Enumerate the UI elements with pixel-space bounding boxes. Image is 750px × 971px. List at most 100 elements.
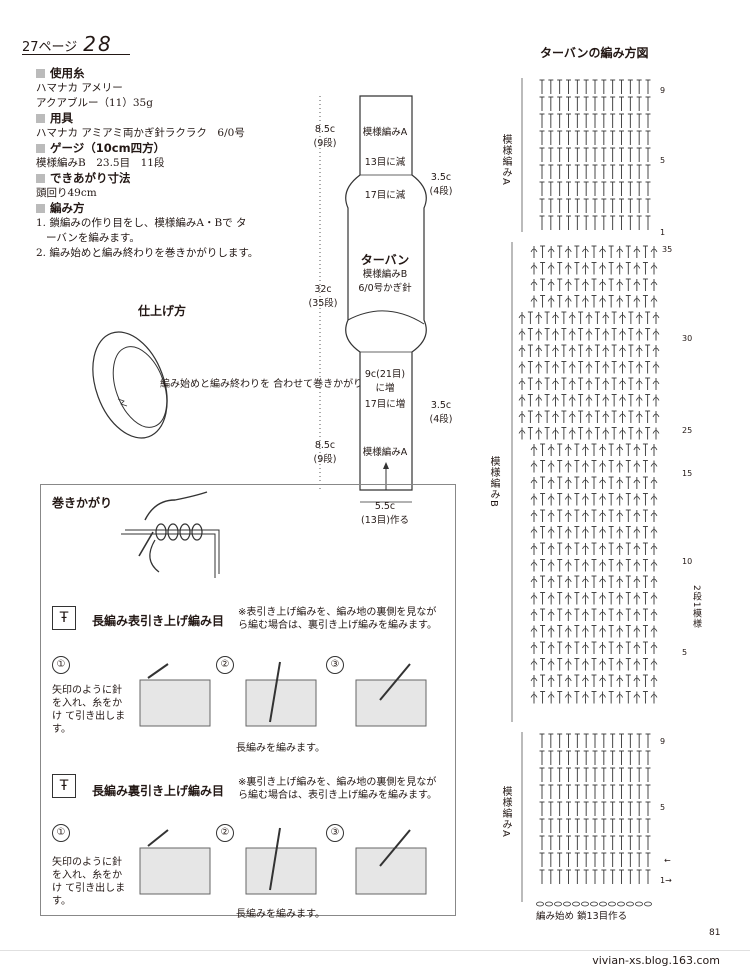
stitch-mark bbox=[633, 628, 641, 632]
stitch-mark bbox=[582, 628, 589, 632]
chain-stitch-mark bbox=[545, 901, 553, 907]
chain-stitch-mark bbox=[608, 901, 616, 907]
stitch-mark bbox=[652, 430, 660, 434]
page-number: 81 bbox=[709, 928, 721, 938]
stitch-mark bbox=[530, 463, 538, 467]
stitch-mark bbox=[599, 677, 606, 682]
lower-side-height: 3.5c(4段) bbox=[429, 400, 453, 425]
tools-heading: 用具 bbox=[36, 111, 296, 126]
stitch-mark bbox=[619, 314, 626, 319]
size-heading: できあがり寸法 bbox=[36, 171, 296, 186]
stitch-mark bbox=[652, 347, 660, 352]
square-bullet-icon bbox=[36, 114, 45, 123]
chain-stitch-mark bbox=[581, 901, 589, 907]
chain-stitch-mark bbox=[626, 901, 634, 907]
step-number: ③ bbox=[326, 824, 344, 842]
stitch-mark bbox=[616, 545, 624, 550]
stitch-mark bbox=[599, 595, 606, 599]
stitch-mark bbox=[633, 529, 641, 533]
stitch-mark bbox=[582, 298, 589, 302]
stitch-mark bbox=[652, 397, 660, 401]
stitch-mark bbox=[616, 694, 624, 698]
stitch-mark bbox=[616, 446, 624, 451]
stitch-mark bbox=[547, 545, 555, 550]
stitch-mark bbox=[650, 677, 658, 682]
stitch-mark bbox=[547, 578, 555, 583]
stitch-mark bbox=[564, 281, 572, 286]
front-post-step3-text: 長編みを編みます。 bbox=[236, 743, 325, 754]
square-bullet-icon bbox=[36, 69, 45, 78]
stitch-mark bbox=[530, 545, 538, 550]
stitch-mark bbox=[564, 512, 572, 517]
stitch-mark bbox=[635, 380, 643, 385]
stitch-mark bbox=[547, 611, 555, 616]
chain-stitch-mark bbox=[617, 901, 625, 907]
back-post-note: ※裏引き上げ編みを、編み地の裏側を見なが ら編む場合は、表引き上げ編みを編みます… bbox=[238, 777, 437, 801]
stitch-mark bbox=[633, 265, 641, 269]
gauge-value: 模様編みB 23.5目 11段 bbox=[36, 157, 165, 169]
stitch-mark bbox=[633, 463, 641, 467]
stitch-mark bbox=[530, 265, 538, 269]
stitch-mark bbox=[582, 694, 589, 698]
stitch-mark bbox=[518, 331, 526, 335]
stitch-mark bbox=[568, 314, 576, 319]
row-number: 9 bbox=[660, 86, 666, 95]
stitch-mark bbox=[547, 628, 555, 632]
stitch-mark bbox=[602, 364, 610, 368]
chart-label-pattern-a-top: 模様編みA bbox=[500, 134, 511, 186]
top-pattern-label: 模様編みA bbox=[362, 127, 408, 138]
stitch-mark bbox=[530, 578, 538, 583]
stitch-mark bbox=[568, 347, 576, 352]
row-number: 25 bbox=[682, 426, 693, 435]
stitch-mark bbox=[599, 545, 606, 550]
top-height: 8.5c(9段) bbox=[313, 124, 337, 149]
stitch-mark bbox=[547, 661, 555, 665]
back-post-step1-text: 矢印のように針 を入れ、糸をかけ て引き出します。 bbox=[52, 857, 126, 907]
stitch-mark bbox=[602, 430, 610, 434]
stitch-mark bbox=[650, 694, 658, 698]
stitch-mark bbox=[633, 545, 641, 550]
stitch-mark bbox=[633, 595, 641, 599]
stitch-mark bbox=[582, 529, 589, 533]
stitch-mark bbox=[599, 248, 606, 253]
stitch-mark bbox=[650, 644, 658, 649]
back-post-title: 長編み裏引き上げ編み目 bbox=[92, 784, 225, 798]
upper-side-height: 3.5c(4段) bbox=[429, 172, 453, 197]
stitch-mark bbox=[564, 463, 572, 467]
stitch-mark bbox=[633, 281, 641, 286]
stitch-mark bbox=[616, 281, 624, 286]
stitch-mark bbox=[633, 479, 641, 484]
yarn-color: アクアブルー（11）35g bbox=[36, 97, 153, 109]
stitch-mark bbox=[552, 413, 559, 418]
back-post-step1-illustration bbox=[139, 829, 211, 895]
chart-title: ターバンの編み方図 bbox=[540, 46, 649, 60]
stitch-mark bbox=[616, 677, 624, 682]
stitch-mark bbox=[599, 529, 606, 533]
back-post-step2-illustration bbox=[245, 827, 317, 895]
stitch-mark bbox=[619, 364, 626, 368]
stitch-mark bbox=[619, 380, 626, 385]
stitch-mark bbox=[599, 694, 606, 698]
row-number: 5 bbox=[660, 803, 666, 812]
stitch-mark bbox=[547, 496, 555, 500]
direction-arrow: 1→ bbox=[660, 876, 672, 885]
stitch-mark bbox=[616, 628, 624, 632]
stitch-mark bbox=[530, 479, 538, 484]
finish-title: 仕上げ方 bbox=[138, 304, 187, 318]
chain-stitch-mark bbox=[644, 901, 652, 907]
stitch-mark bbox=[633, 496, 641, 500]
stitch-mark bbox=[599, 611, 606, 616]
stitch-mark bbox=[564, 545, 572, 550]
increase-17-label: 17目に増 bbox=[364, 399, 406, 410]
stitch-mark bbox=[616, 562, 624, 566]
stitch-mark bbox=[599, 644, 606, 649]
stitch-mark bbox=[518, 314, 526, 319]
stitch-mark bbox=[564, 578, 572, 583]
stitch-mark bbox=[633, 446, 641, 451]
stitch-mark bbox=[530, 281, 538, 286]
stitch-mark bbox=[547, 463, 555, 467]
stitch-mark bbox=[568, 430, 576, 434]
stitch-mark bbox=[633, 661, 641, 665]
page-ref: 27ページ bbox=[22, 40, 78, 55]
